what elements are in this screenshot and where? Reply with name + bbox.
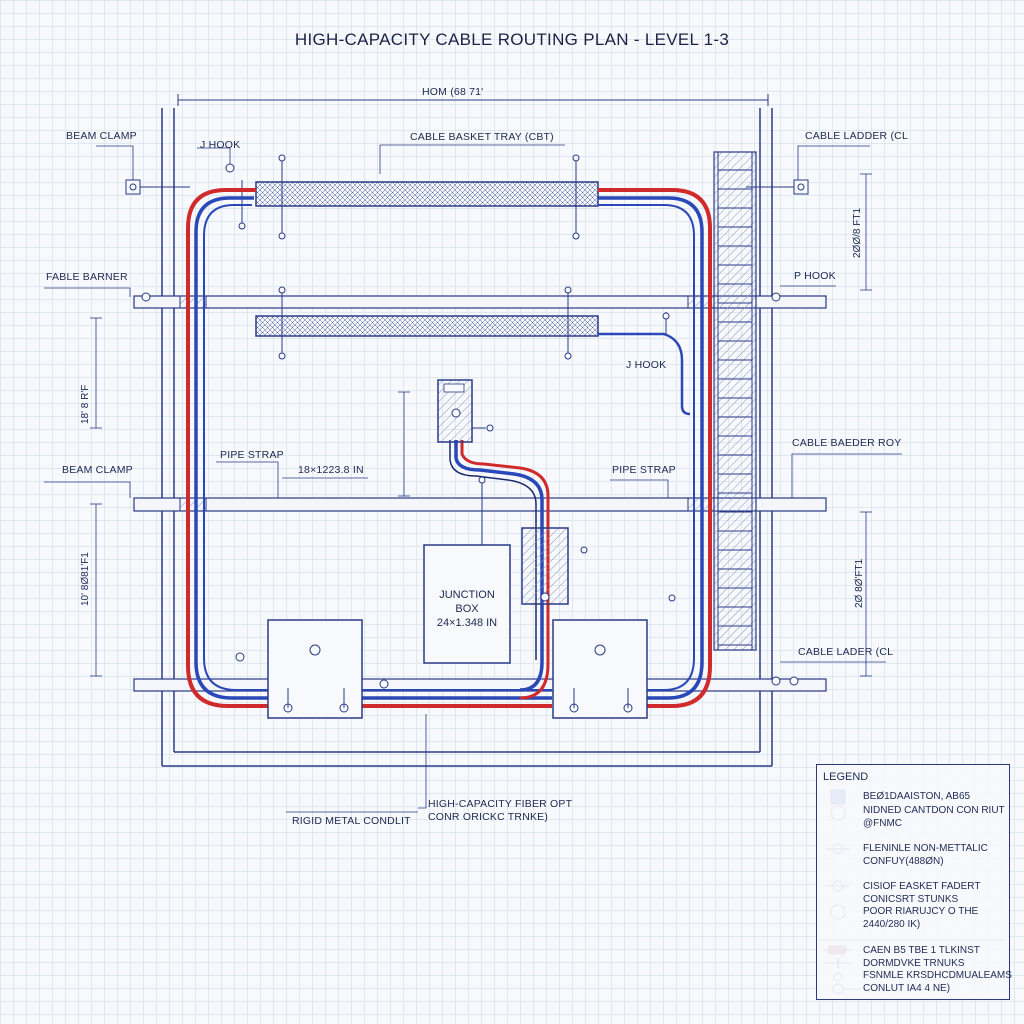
legend-entry-1-line1: BEØ1DAAISTON, AB65 bbox=[863, 791, 971, 802]
fiber-trunk bbox=[454, 440, 544, 692]
pipe-strap-dimension-label: 18×1223.8 IN bbox=[298, 464, 364, 476]
legend-entry-3: FLENINLE NON-METTALIC CONFUY(488ØN) bbox=[863, 843, 988, 868]
right-lower-dimension-label: 2Ø 8Ø'FT1 bbox=[854, 558, 865, 608]
cabinet-right bbox=[552, 619, 648, 719]
outer-frame bbox=[161, 108, 773, 767]
splice-box bbox=[521, 527, 676, 605]
legend-entry-2-line1: NIDNED CANTDON CON RIUT bbox=[863, 805, 1005, 816]
fiber-trunk-dark bbox=[449, 440, 537, 660]
cable-ladder-label-top: CABLE LADDER (CL bbox=[805, 130, 908, 142]
legend-entry-3-line1: FLENINLE NON-METTALIC bbox=[863, 843, 988, 854]
p-hook-label: P HOOK bbox=[794, 270, 836, 282]
top-dimension-line bbox=[177, 94, 769, 106]
legend-entry-6-line1: CAEN B5 TBE 1 TLKINST bbox=[863, 945, 980, 956]
fable-barner-label: FABLE BARNER bbox=[46, 271, 128, 283]
legend-entry-2: NIDNED CANTDON CON RIUT @FNMC bbox=[863, 805, 1005, 830]
fiber-trunk-red bbox=[460, 440, 550, 700]
cable-basket-trays bbox=[255, 181, 599, 337]
beam-middle bbox=[133, 497, 827, 512]
fiber-trunk-label-line2: CONR ORICKC TRNKE) bbox=[428, 811, 549, 823]
right-upper-dimension-label: 2ØØ/8 FT1 bbox=[852, 207, 863, 258]
pipe-strap-label-left: PIPE STRAP bbox=[220, 449, 284, 461]
legend-entry-2-line2: @FNMC bbox=[863, 817, 903, 829]
junction-box-line1: JUNCTION bbox=[439, 589, 495, 601]
hanger-rods bbox=[241, 158, 577, 356]
pipe-strap-label-right: PIPE STRAP bbox=[612, 464, 676, 476]
legend-title: LEGEND bbox=[823, 771, 869, 783]
junction-box-line2: BOX bbox=[455, 603, 479, 615]
legend-entry-6: CAEN B5 TBE 1 TLKINST bbox=[863, 945, 980, 958]
top-dimension-label: HOM (68 71' bbox=[422, 86, 484, 98]
cable-ladder bbox=[713, 151, 757, 651]
cable-tray-label-right: CABLE BAEDER ROY bbox=[792, 437, 902, 449]
blue-conduit-inner bbox=[203, 204, 695, 691]
pull-box bbox=[437, 379, 494, 443]
junction-box bbox=[423, 544, 511, 664]
cable-basket-tray-upper bbox=[255, 181, 599, 207]
cable-ladder-label-bottom: CABLE LADER (CL bbox=[798, 646, 894, 658]
legend-entry-4-line2: CONICSRT STUNKS bbox=[863, 893, 959, 905]
beam-clamp-label-mid: BEAM CLAMP bbox=[62, 464, 133, 476]
red-conduit bbox=[186, 188, 712, 708]
dimension-lines bbox=[90, 173, 872, 677]
beam-clamp-label-top: BEAM CLAMP bbox=[66, 130, 137, 142]
legend-entry-8: FSNMLE KRSDHCDMUALEAMS CONLUT IA4 4 NE) bbox=[863, 970, 1012, 995]
leader-lines bbox=[44, 144, 902, 813]
fiber-trunk-label-line1: HIGH-CAPACITY FIBER OPT bbox=[428, 798, 573, 810]
legend-entry-7: DORMDVKE TRNUKS bbox=[863, 958, 965, 971]
j-hook-drop bbox=[598, 332, 691, 416]
beams bbox=[133, 295, 827, 692]
j-hook-label-top: J HOOK bbox=[200, 139, 241, 151]
left-middle-dimension-label: 18' 8 R'F bbox=[80, 384, 91, 424]
beam-upper bbox=[133, 295, 827, 309]
legend-entry-7-line1: DORMDVKE TRNUKS bbox=[863, 958, 965, 969]
junction-box-line3: 24×1.348 IN bbox=[436, 617, 498, 629]
hanger-nuts bbox=[225, 154, 580, 360]
legend-entry-5-line1: POOR RIARUJCY O THE bbox=[863, 906, 979, 917]
equipment-cabinets bbox=[267, 619, 648, 719]
legend: LEGEND BEØ1DAAISTON, AB65 NIDNED CANTDON… bbox=[816, 764, 1012, 1000]
cable-basket-tray-label: CABLE BASKET TRAY (CBT) bbox=[410, 131, 554, 143]
legend-entry-1: BEØ1DAAISTON, AB65 bbox=[863, 791, 970, 804]
junction-box-label: JUNCTION BOX 24×1.348 IN bbox=[424, 588, 510, 630]
legend-entry-3-line2: CONFUY(488ØN) bbox=[863, 855, 944, 867]
legend-entry-8-line2: CONLUT IA4 4 NE) bbox=[863, 982, 951, 994]
blue-conduit bbox=[194, 196, 704, 700]
left-lower-dimension-label: 10' 8Ø81'F1 bbox=[80, 552, 91, 606]
legend-entry-8-line1: FSNMLE KRSDHCDMUALEAMS bbox=[863, 970, 1012, 981]
cabinet-left bbox=[267, 619, 363, 719]
beam-clamp-icons bbox=[125, 179, 809, 689]
cable-basket-tray-lower bbox=[255, 315, 599, 337]
rigid-metal-conduit-label: RIGID METAL CONDLIT bbox=[292, 815, 411, 827]
legend-entry-5: POOR RIARUJCY O THE 2440/280 IK) bbox=[863, 906, 978, 931]
legend-entry-4: CISIOF EASKET FADERT CONICSRT STUNKS bbox=[863, 881, 980, 906]
page-title: HIGH-CAPACITY CABLE ROUTING PLAN - LEVEL… bbox=[294, 30, 730, 49]
legend-entry-4-line1: CISIOF EASKET FADERT bbox=[863, 881, 981, 892]
legend-entry-5-line2: 2440/280 IK) bbox=[863, 918, 921, 930]
j-hook-label-mid: J HOOK bbox=[626, 359, 667, 371]
